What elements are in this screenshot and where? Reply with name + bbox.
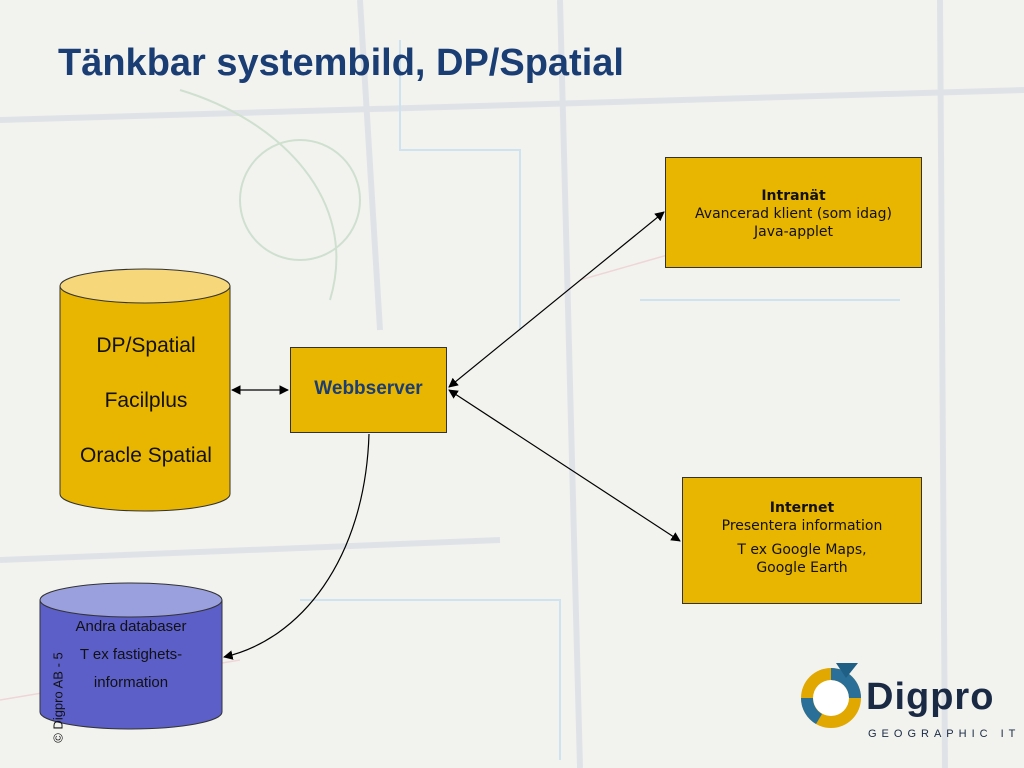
webserver-box: Webbserver — [290, 347, 447, 433]
logo-subtitle: GEOGRAPHIC IT — [868, 728, 1021, 740]
database-other-line: Andra databaser — [75, 618, 187, 635]
internet-heading: Internet — [769, 500, 835, 516]
database-main-line: DP/Spatial — [96, 334, 196, 357]
database-main-line: Oracle Spatial — [80, 444, 212, 467]
database-other-labels: Andra databaser T ex fastighets- informa… — [40, 616, 222, 700]
intranat-line: Java-applet — [754, 224, 833, 240]
intranat-heading: Intranät — [761, 188, 826, 204]
database-other-line: information — [93, 674, 169, 691]
connector-webserver-intranat — [448, 211, 665, 388]
internet-line: Google Earth — [756, 560, 848, 576]
database-main-line: Facilplus — [104, 389, 188, 412]
database-other-line: T ex fastighets- — [79, 646, 183, 663]
connector-webserver-otherdb — [223, 433, 370, 660]
internet-line: T ex Google Maps, — [737, 542, 867, 558]
intranat-line: Avancerad klient (som idag) — [695, 206, 892, 222]
internet-line: Presentera information — [721, 518, 883, 534]
digpro-logo-icon — [801, 663, 861, 728]
database-cylinder-main — [59, 268, 231, 512]
intranat-box: Intranät Avancerad klient (som idag) Jav… — [665, 157, 922, 268]
logo-name: Digpro — [866, 676, 995, 718]
connector-webserver-internet — [448, 389, 681, 542]
copyright-footer: © Digpro AB - 5 — [50, 652, 66, 743]
database-main-labels: DP/Spatial Facilplus Oracle Spatial — [60, 330, 232, 495]
webserver-label: Webbserver — [314, 378, 423, 399]
internet-box: Internet Presentera information T ex Goo… — [682, 477, 922, 604]
page-title: Tänkbar systembild, DP/Spatial — [58, 42, 624, 84]
database-cylinder-other — [39, 582, 223, 730]
